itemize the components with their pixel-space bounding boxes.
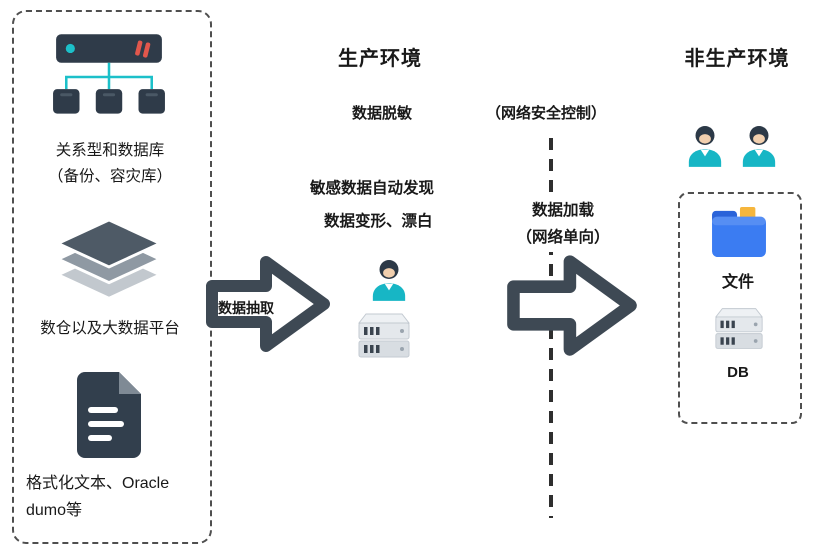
folder-icon <box>710 206 768 258</box>
masked-db-server-icon <box>357 312 411 360</box>
data-layers-icon <box>50 216 168 314</box>
network-security-label: （网络安全控制） <box>486 105 607 122</box>
data-load-label: 数据加载 （网络单向） <box>505 196 621 252</box>
user-avatar-icon <box>686 122 724 168</box>
extract-label: 数据抽取 <box>218 300 274 316</box>
relational-db-label: 关系型和数据库 （备份、容灾库） <box>47 142 172 185</box>
data-masking-label: 数据脱敏 <box>351 105 412 122</box>
load-arrow-icon <box>503 249 641 362</box>
production-title: 生产环境 <box>338 48 422 70</box>
db-label: DB <box>727 364 749 381</box>
analyst-avatar-icon <box>370 256 408 302</box>
non-production-target-box <box>678 192 802 424</box>
document-icon <box>70 368 148 462</box>
user-avatar-icon <box>740 122 778 168</box>
production-sources-box <box>12 10 212 544</box>
file-label: 文件 <box>721 274 754 291</box>
non-production-title: 非生产环境 <box>684 48 790 70</box>
formatted-files-label: 格式化文本、Oracle dumo等 <box>26 475 170 519</box>
db-server-icon <box>714 306 764 352</box>
extract-arrow-icon <box>202 250 334 358</box>
database-cluster-icon <box>50 28 168 130</box>
transform-bleach-label: 数据变形、漂白 <box>324 213 433 230</box>
auto-discovery-label: 敏感数据自动发现 <box>310 180 435 197</box>
data-warehouse-label: 数仓以及大数据平台 <box>40 320 180 337</box>
